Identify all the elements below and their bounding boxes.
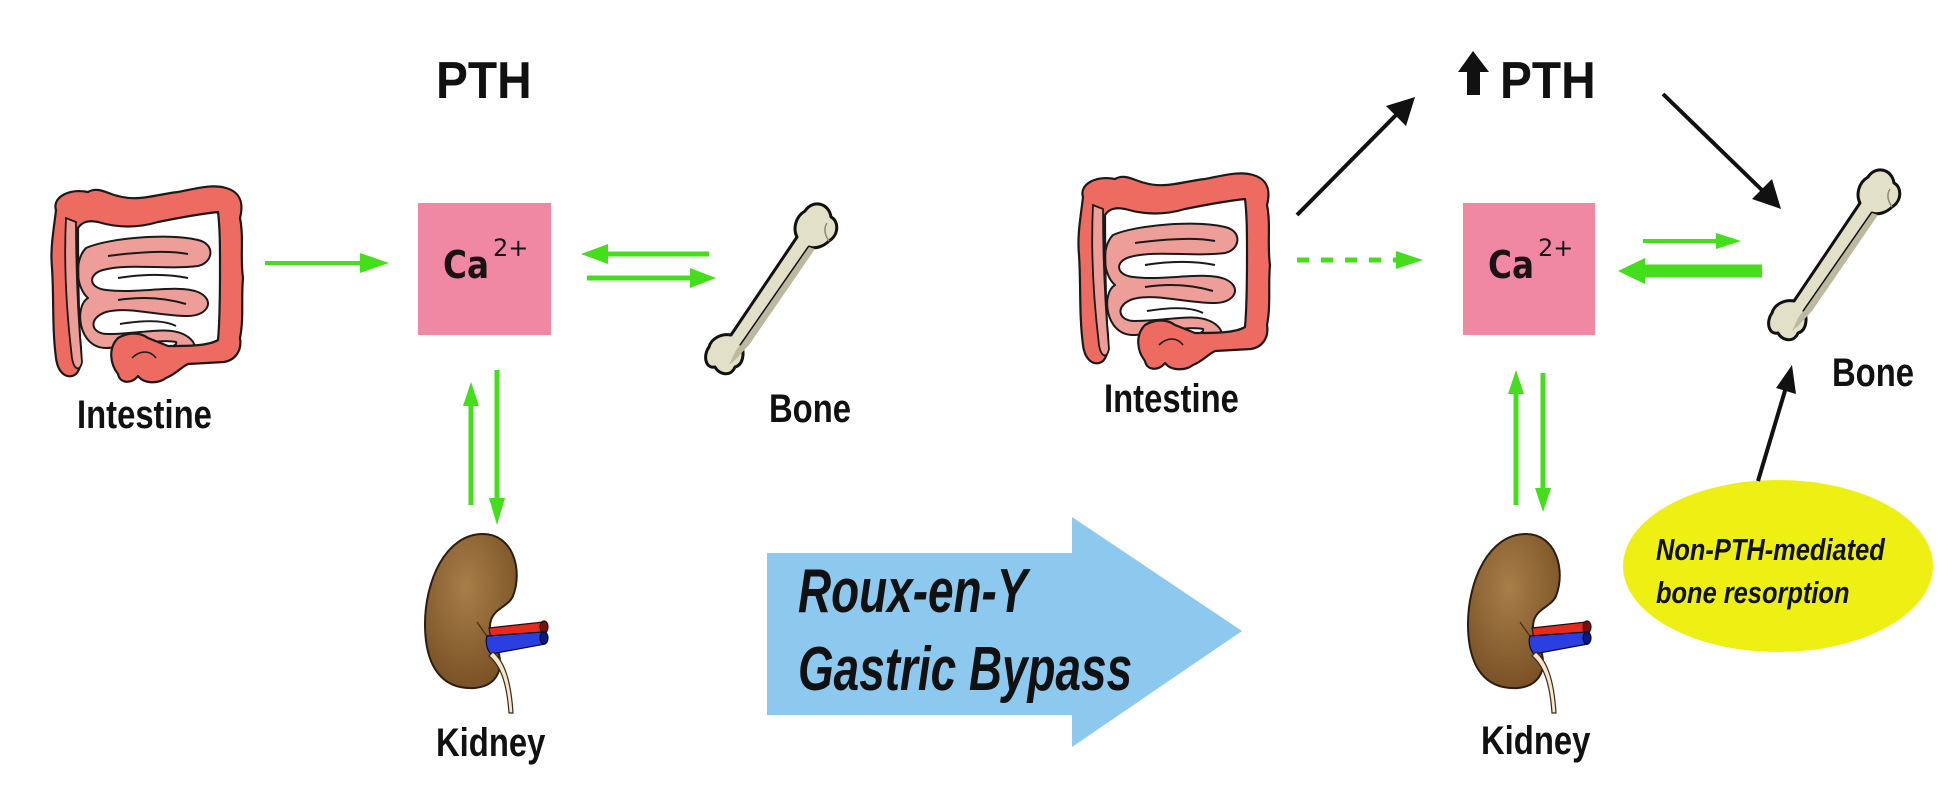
kidney-label-before: Kidney [436, 721, 546, 765]
kidney-illustration-after [1467, 533, 1592, 714]
thick-arrow-bone-to-calcium-after [1618, 258, 1762, 284]
calcium-symbol-before: Ca [443, 243, 490, 287]
calcium-charge-before: 2+ [493, 234, 529, 262]
resorption-label-line2: bone resorption [1656, 575, 1850, 610]
bone-illustration-before [704, 202, 839, 376]
arrow-intestine-to-pth-after [1295, 97, 1415, 217]
dashed-arrow-intestine-to-calcium-after [1297, 251, 1423, 269]
bone-label-after: Bone [1832, 351, 1914, 395]
up-arrow-icon [1458, 51, 1489, 95]
arrow-resorption-to-bone-after [1756, 365, 1796, 482]
calcium-symbol-after: Ca [1488, 243, 1535, 287]
bone-illustration-after [1767, 168, 1902, 342]
arrow-calcium-to-kidney-after [1535, 373, 1551, 512]
pth-label-before: PTH [436, 52, 532, 110]
resorption-ellipse [1623, 480, 1933, 652]
intestine-label-after: Intestine [1104, 377, 1239, 421]
bypass-label-line1: Roux-en-Y [798, 557, 1028, 626]
arrow-pth-to-bone-after [1661, 92, 1781, 209]
bone-label-before: Bone [769, 387, 851, 431]
arrow-intestine-to-calcium-before [265, 253, 389, 273]
calcium-label-before: Ca 2+ [443, 236, 528, 287]
intestine-label-before: Intestine [77, 393, 212, 437]
intestine-illustration-after [1077, 172, 1272, 371]
calcium-box-before [418, 203, 551, 335]
calcium-charge-after: 2+ [1538, 234, 1574, 262]
arrow-kidney-to-calcium-after [1508, 370, 1524, 505]
resorption-label-line1: Non-PTH-mediated [1656, 532, 1885, 567]
arrow-calcium-to-bone-before [587, 268, 716, 288]
pth-label-after: PTH [1500, 52, 1596, 110]
thin-arrow-calcium-to-bone-after [1643, 233, 1741, 249]
calcium-label-after: Ca 2+ [1488, 236, 1573, 287]
kidney-label-after: Kidney [1481, 719, 1591, 763]
arrow-calcium-to-kidney-before [489, 370, 505, 525]
kidney-illustration-before [424, 533, 549, 714]
bypass-label-line2: Gastric Bypass [798, 635, 1133, 704]
arrow-bone-to-calcium-before [581, 244, 709, 264]
calcium-box-after [1463, 203, 1595, 335]
intestine-illustration-before [50, 185, 245, 384]
bypass-transition-arrow [767, 517, 1242, 747]
arrow-kidney-to-calcium-before [463, 382, 479, 505]
